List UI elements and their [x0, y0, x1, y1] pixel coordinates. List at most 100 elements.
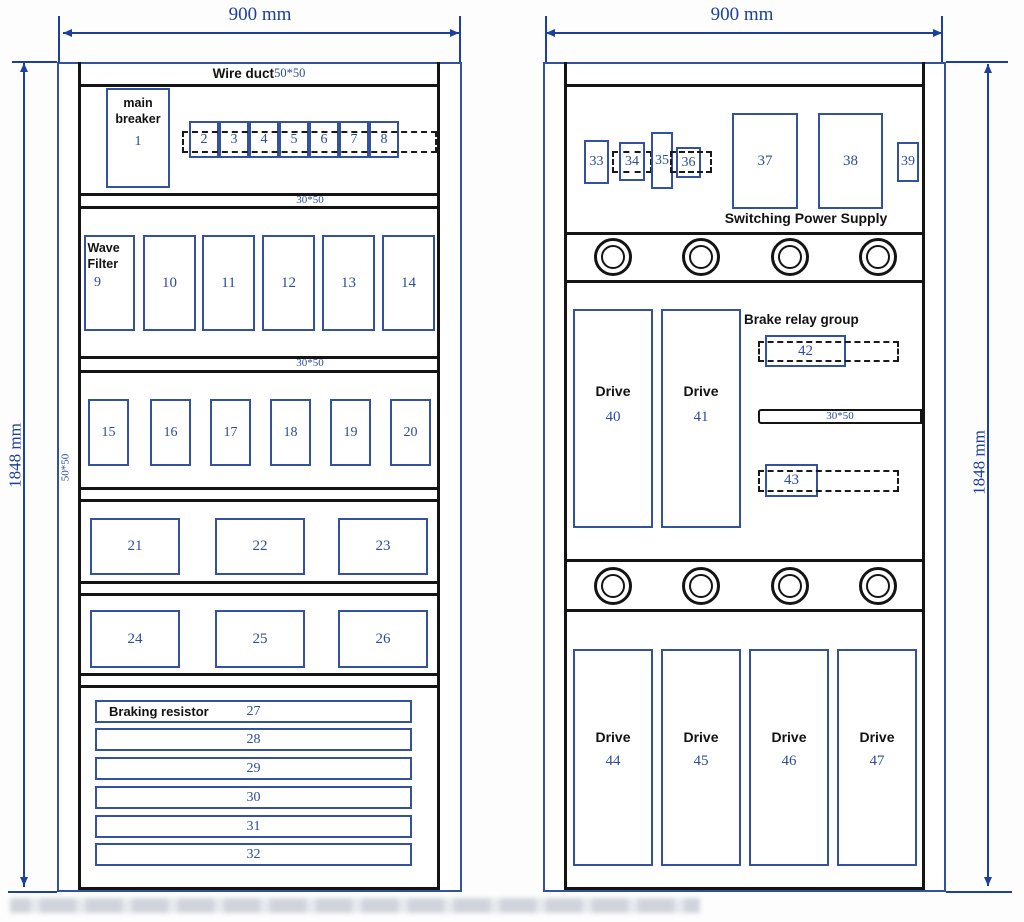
divider-line: [567, 559, 922, 562]
fan-icon: [682, 567, 720, 605]
relay-dashed-outline: [758, 341, 899, 362]
component-box-11: 11: [202, 235, 255, 331]
fan-icon: [771, 238, 809, 276]
drive-box-41: Drive 41: [661, 309, 741, 528]
component-box-14: 14: [382, 235, 435, 331]
drive-number-45: 45: [693, 753, 709, 769]
component-box-35: 35: [651, 132, 673, 189]
drive-label: Drive: [683, 729, 719, 745]
divider-line: [567, 280, 922, 283]
component-dashed-outline: [670, 151, 712, 173]
extension-line: [8, 891, 57, 893]
divider-line: [81, 370, 437, 373]
horizontal-duct-bar: 30*50: [758, 409, 922, 424]
braking-resistor-label: Braking resistor: [109, 704, 209, 719]
wire-duct-size: 50*50: [274, 66, 306, 80]
fan-icon: [594, 238, 632, 276]
duct-size-label: 30*50: [826, 410, 854, 422]
extension-line: [545, 16, 547, 62]
component-box-13: 13: [322, 235, 375, 331]
braking-resistor-row-30: 30: [95, 786, 412, 809]
left-mounting-panel: [78, 62, 440, 890]
wave-filter-label: Wave Filter: [87, 241, 120, 271]
component-dashed-outline: [612, 151, 652, 173]
component-box-20: 20: [390, 399, 431, 466]
divider-line: [81, 581, 437, 584]
fan-icon: [859, 238, 897, 276]
component-box-15: 15: [88, 399, 129, 466]
main-breaker-box: main breaker 1: [106, 88, 170, 188]
divider-line: [81, 685, 437, 688]
relay-dashed-outline: [758, 470, 899, 492]
extension-line: [58, 16, 60, 62]
arrow-up-icon: [984, 64, 992, 73]
component-box-12: 12: [262, 235, 315, 331]
braking-resistor-row-27: Braking resistor 27: [95, 700, 412, 723]
divider-line: [81, 499, 437, 502]
arrow-right-icon: [450, 29, 459, 37]
divider-line: [81, 193, 437, 196]
left-width-dimension-label: 900 mm: [228, 4, 292, 25]
fan-icon: [771, 567, 809, 605]
power-supply-box-38: 38: [818, 113, 883, 209]
arrow-right-icon: [933, 29, 942, 37]
divider-line: [567, 609, 922, 612]
divider-line: [81, 593, 437, 596]
fan-icon: [859, 567, 897, 605]
divider-line: [81, 84, 437, 87]
braking-resistor-row-31: 31: [95, 815, 412, 838]
component-box-26: 26: [338, 610, 428, 668]
drive-number-46: 46: [781, 753, 797, 769]
fan-icon: [594, 567, 632, 605]
left-height-dimension-line: [23, 63, 25, 887]
arrow-up-icon: [20, 63, 28, 72]
braking-resistor-row-28: 28: [95, 728, 412, 751]
component-box-23: 23: [338, 518, 428, 575]
drive-box-44: Drive 44: [573, 649, 653, 866]
blur-artifact: [10, 898, 700, 913]
drive-box-40: Drive 40: [573, 309, 653, 528]
component-box-10: 10: [143, 235, 196, 331]
main-breaker-number: 1: [134, 133, 142, 149]
component-box-19: 19: [330, 399, 371, 466]
wave-filter-number: 9: [94, 275, 101, 291]
fan-icon: [682, 238, 720, 276]
braking-resistor-row-32: 32: [95, 843, 412, 866]
din-rail-dashed-outline: [182, 131, 437, 153]
drive-number-40: 40: [605, 409, 621, 425]
drive-box-47: Drive 47: [837, 649, 917, 866]
component-box-21: 21: [90, 518, 180, 575]
wave-filter-box: Wave Filter 9: [84, 235, 135, 331]
drive-number-44: 44: [605, 753, 621, 769]
component-box-22: 22: [215, 518, 305, 575]
drive-box-45: Drive 45: [661, 649, 741, 866]
right-width-dimension-line: [546, 32, 942, 34]
arrow-down-icon: [984, 877, 992, 886]
left-height-dimension-label: 1848 mm: [5, 423, 25, 488]
left-side-duct-label: 50*50: [59, 453, 72, 482]
component-box-18: 18: [270, 399, 311, 466]
extension-line: [946, 891, 1012, 893]
divider-line: [567, 84, 922, 87]
component-box-25: 25: [215, 610, 305, 668]
component-box-39: 39: [897, 142, 919, 182]
arrow-left-icon: [63, 29, 72, 37]
drive-box-46: Drive 46: [749, 649, 829, 866]
drive-label: Drive: [683, 383, 719, 399]
drive-label: Drive: [771, 729, 807, 745]
left-cabinet-outline: [57, 62, 462, 892]
divider-line: [81, 356, 437, 359]
arrow-left-icon: [546, 29, 555, 37]
component-box-17: 17: [210, 399, 251, 466]
drive-label: Drive: [595, 729, 631, 745]
right-mounting-panel: [564, 62, 925, 890]
extension-line: [941, 16, 943, 62]
component-box-24: 24: [90, 610, 180, 668]
drive-number-41: 41: [693, 409, 709, 425]
divider-line: [567, 232, 922, 235]
brake-relay-group-label: Brake relay group: [744, 312, 859, 327]
right-height-dimension-line: [987, 64, 989, 886]
arrow-down-icon: [20, 877, 28, 886]
drive-number-47: 47: [869, 753, 885, 769]
divider-line: [81, 487, 437, 490]
